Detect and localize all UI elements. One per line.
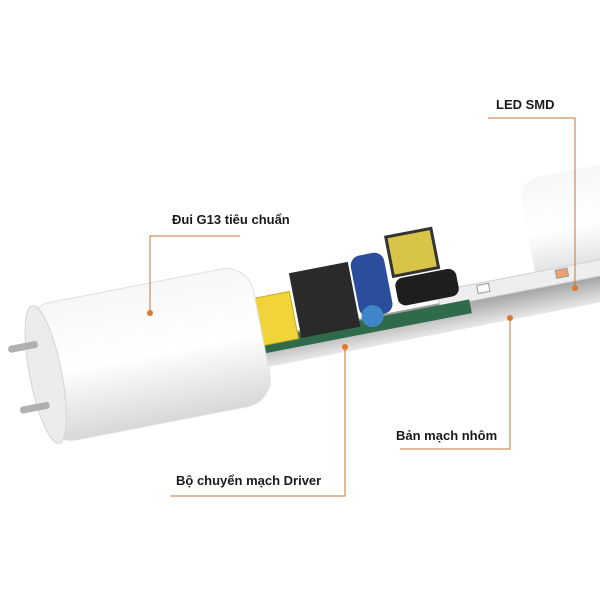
ceramic-capacitor: [361, 305, 384, 328]
callout-line-board: [400, 318, 511, 450]
callout-dot: [507, 315, 513, 321]
label-aluminum-board: Bản mạch nhôm: [396, 428, 498, 443]
aluminum-rail: [243, 249, 600, 371]
label-end-cap: Đui G13 tiêu chuẩn: [172, 212, 290, 227]
pin: [8, 341, 38, 353]
label-driver: Bộ chuyển mạch Driver: [176, 473, 322, 488]
callout-line-driver: [170, 347, 346, 497]
electrolytic-capacitor: [350, 252, 393, 317]
transformer: [288, 261, 361, 339]
callout-dot: [342, 344, 348, 350]
callout-dot: [147, 310, 153, 316]
led-chip: [554, 267, 570, 279]
driver-pcb: [253, 299, 472, 356]
end-cap-face: [24, 305, 67, 444]
label-led-smd: LED SMD: [496, 97, 555, 112]
pin: [19, 401, 50, 414]
callout-dot: [572, 285, 578, 291]
black-capacitor: [395, 268, 459, 306]
callout-line-led: [488, 117, 576, 288]
callout-line-endcap: [149, 235, 240, 313]
inductor: [384, 226, 441, 279]
led-chip: [476, 282, 491, 295]
tube-far-section: [520, 153, 600, 286]
